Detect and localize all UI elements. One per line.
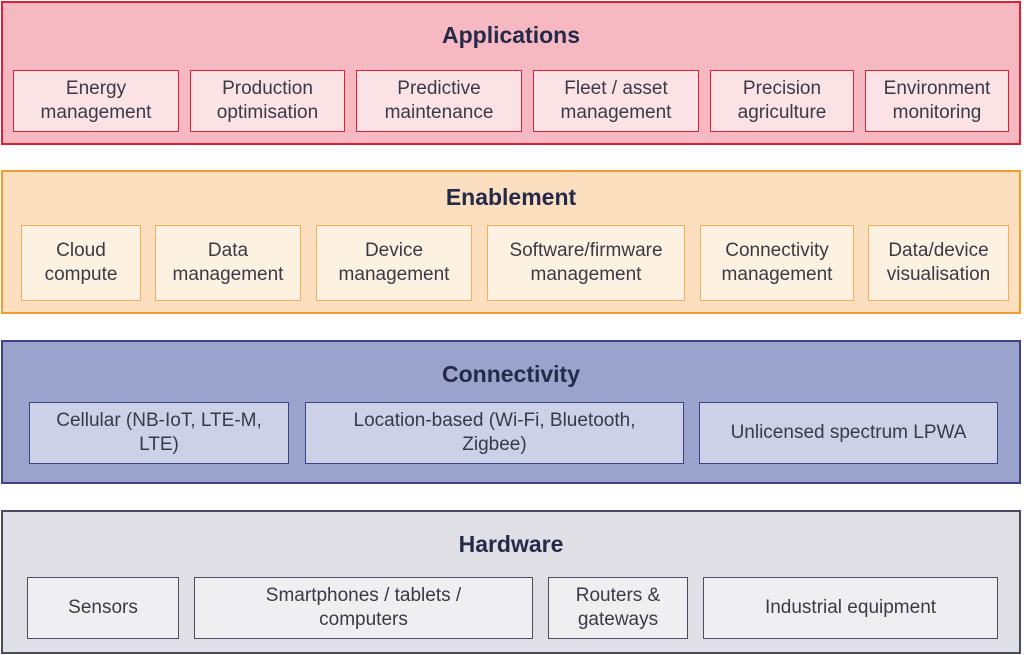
app-predictive-maintenance: Predictive maintenance bbox=[356, 70, 522, 132]
conn-cellular: Cellular (NB-IoT, LTE-M, LTE) bbox=[29, 402, 289, 464]
hw-smartphones-tablets-computers: Smartphones / tablets / computers bbox=[194, 577, 533, 639]
app-production-optimisation: Production optimisation bbox=[190, 70, 345, 132]
conn-unlicensed-lpwa: Unlicensed spectrum LPWA bbox=[699, 402, 998, 464]
layer-title-applications: Applications bbox=[441, 22, 580, 48]
layer-title-enablement: Enablement bbox=[445, 184, 577, 210]
layer-connectivity: Connectivity Cellular (NB-IoT, LTE-M, LT… bbox=[1, 340, 1021, 484]
app-fleet-asset-management: Fleet / asset management bbox=[533, 70, 699, 132]
enable-cloud-compute: Cloud compute bbox=[21, 225, 141, 301]
hw-sensors: Sensors bbox=[27, 577, 179, 639]
conn-location-based: Location-based (Wi-Fi, Bluetooth, Zigbee… bbox=[305, 402, 684, 464]
app-environment-monitoring: Environment monitoring bbox=[865, 70, 1009, 132]
enable-data-management: Data management bbox=[155, 225, 301, 301]
layer-applications: Applications Energy management Productio… bbox=[1, 1, 1021, 145]
layer-title-hardware: Hardware bbox=[458, 531, 564, 557]
enable-software-firmware-management: Software/firmware management bbox=[487, 225, 685, 301]
app-precision-agriculture: Precision agriculture bbox=[710, 70, 854, 132]
enable-device-management: Device management bbox=[316, 225, 472, 301]
layer-hardware: Hardware Sensors Smartphones / tablets /… bbox=[1, 510, 1021, 654]
enable-connectivity-management: Connectivity management bbox=[700, 225, 854, 301]
app-energy-management: Energy management bbox=[13, 70, 179, 132]
layer-title-connectivity: Connectivity bbox=[441, 361, 581, 387]
enable-data-device-visualisation: Data/device visualisation bbox=[868, 225, 1009, 301]
hw-routers-gateways: Routers & gateways bbox=[548, 577, 688, 639]
layer-enablement: Enablement Cloud compute Data management… bbox=[1, 170, 1021, 314]
hw-industrial-equipment: Industrial equipment bbox=[703, 577, 998, 639]
